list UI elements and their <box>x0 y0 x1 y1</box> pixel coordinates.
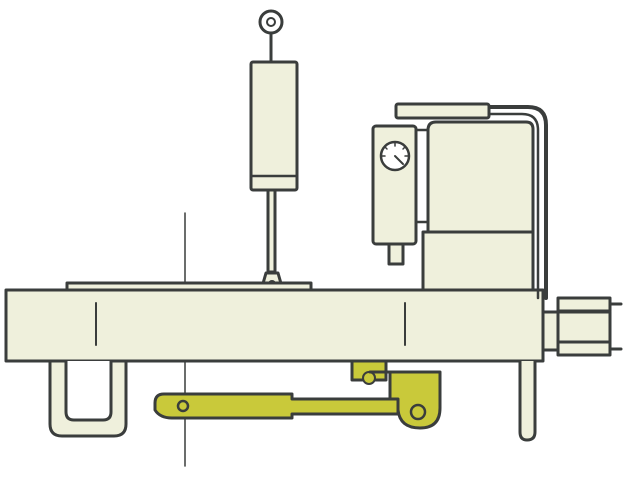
motor-housing <box>426 120 535 234</box>
base-housing <box>421 230 535 292</box>
main-beam <box>4 288 545 363</box>
piston-rod <box>266 188 277 274</box>
arm-pin <box>176 399 190 413</box>
yellow-linkage <box>153 359 442 430</box>
right-support-leg <box>518 359 537 442</box>
frame-top-cap <box>394 102 491 120</box>
right-coupling <box>541 296 623 357</box>
bracket-pin <box>409 403 427 421</box>
linkage-arm <box>153 392 400 420</box>
gauge-connector <box>387 242 405 266</box>
eye-bolt-icon <box>258 9 284 64</box>
dial-gauge-icon <box>379 140 411 172</box>
left-u-hook <box>48 359 128 438</box>
housing-bracket <box>410 128 430 224</box>
hanging-cylinder <box>249 60 299 192</box>
frame-guard-outer <box>395 105 548 300</box>
frame-guard-inner <box>398 112 540 300</box>
